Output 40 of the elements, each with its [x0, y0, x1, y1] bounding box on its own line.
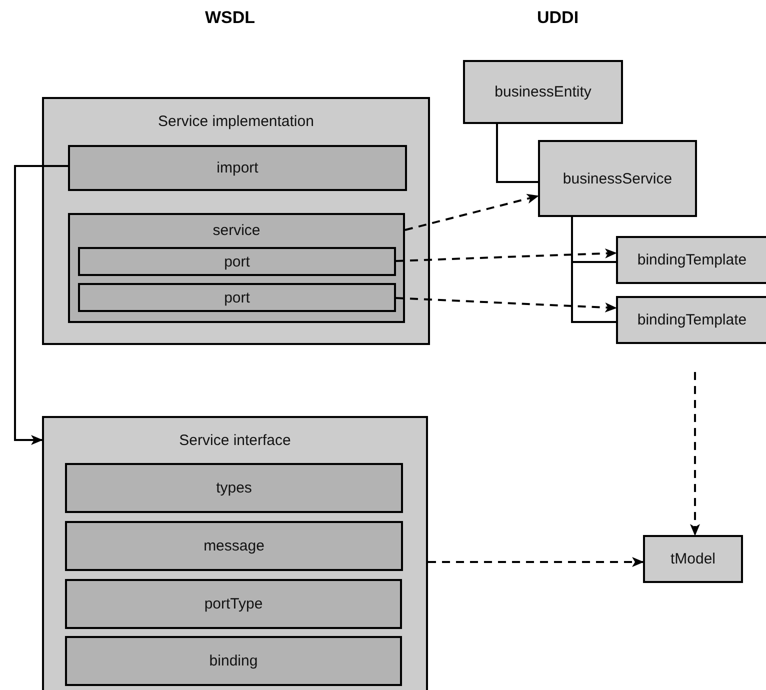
box-label: businessService	[562, 170, 674, 187]
box-label: port	[223, 253, 251, 270]
process-box	[616, 236, 766, 284]
box-label: binding	[208, 652, 259, 670]
box-label: portType	[203, 596, 264, 612]
box-label: tModel	[669, 550, 717, 568]
arrow	[396, 297, 617, 312]
container-box	[42, 416, 428, 690]
process-box	[538, 140, 697, 217]
box-label: types	[215, 480, 253, 496]
arrow	[396, 248, 617, 262]
box-label: businessEntity	[494, 84, 592, 100]
process-box	[463, 60, 623, 124]
arrow	[690, 372, 700, 536]
box-label: import	[216, 160, 260, 176]
connector-line	[496, 124, 538, 183]
container-box	[42, 97, 430, 345]
process-box	[643, 535, 743, 583]
arrow	[404, 194, 539, 231]
arrow	[14, 165, 68, 445]
process-box	[616, 296, 766, 344]
box-heading: Service implementation	[157, 113, 315, 130]
process-box	[65, 463, 403, 513]
connector-line	[571, 217, 616, 323]
box-heading: Service interface	[178, 432, 292, 449]
arrow	[428, 557, 644, 567]
box-label: bindingTemplate	[636, 252, 748, 268]
process-box	[68, 145, 407, 191]
container-box	[68, 213, 405, 323]
process-box	[78, 283, 396, 312]
process-box	[65, 579, 402, 629]
box-label: bindingTemplate	[636, 312, 748, 328]
box-label: port	[223, 289, 251, 306]
process-box	[78, 247, 396, 276]
column-heading: WSDL	[205, 8, 256, 28]
column-heading: UDDI	[537, 8, 579, 28]
box-label: message	[202, 538, 266, 554]
process-box	[65, 521, 403, 571]
box-heading: service	[212, 222, 262, 239]
process-box	[65, 636, 402, 686]
